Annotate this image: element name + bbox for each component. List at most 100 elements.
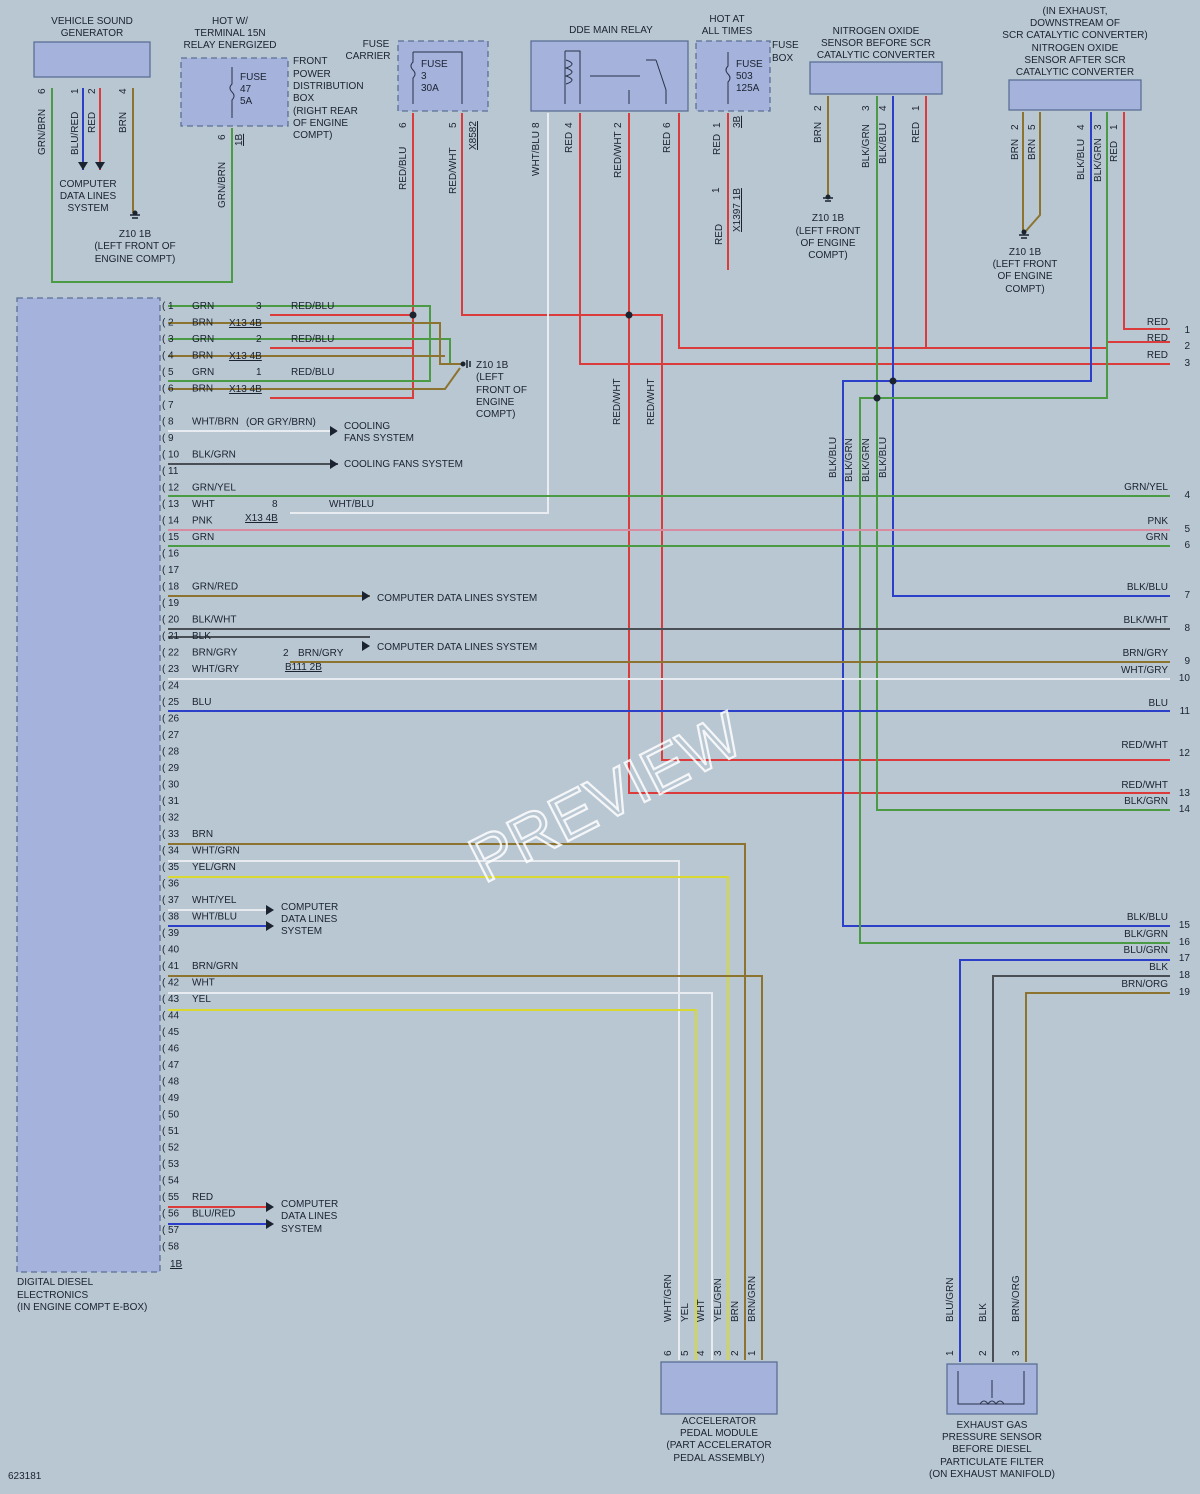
pin-bracket: ( [162, 978, 166, 989]
vlabel-v53: BLK/GRN [861, 438, 872, 482]
label-t17: ALL TIMES [702, 26, 753, 37]
text-labels: 1(GRN2(BRN3(GRN4(BRN5(GRN6(BRN7(8(WHT/BR… [8, 6, 1190, 1482]
label-t76: PRESSURE SENSOR [942, 1432, 1042, 1443]
ecu-pin-number: 9 [168, 433, 174, 444]
pin-bracket: ( [162, 1060, 166, 1071]
right-pin-number: 15 [1179, 920, 1191, 931]
pin-bracket: ( [162, 1225, 166, 1236]
vlabel-v55: WHT/GRN [663, 1274, 674, 1322]
ecu-wire-color: BLK/GRN [192, 450, 236, 461]
ecu-wire-color: GRN [192, 367, 214, 378]
pin-bracket: ( [162, 565, 166, 576]
ecu-pin-number: 15 [168, 532, 180, 543]
pin-bracket: ( [162, 1027, 166, 1038]
vlabel-v49: RED/WHT [612, 378, 623, 425]
ecu-wire-color: WHT/GRY [192, 664, 239, 675]
vlabel-v41: 5 [1027, 124, 1038, 130]
ecu-pin-number: 24 [168, 681, 180, 692]
pin-bracket: ( [162, 400, 166, 411]
right-pin-number: 1 [1184, 325, 1190, 336]
wire-12 [461, 113, 1170, 761]
right-wire-label: WHT/GRY [1121, 665, 1168, 676]
vlabel-v21: 2 [613, 122, 624, 128]
wire-8 [168, 338, 451, 364]
arrow-down-0 [95, 162, 105, 170]
vlabel-v19: 4 [564, 122, 575, 128]
pin-bracket: ( [162, 417, 166, 428]
fuse-box [695, 40, 771, 112]
nox-sensor-after-scr [1008, 79, 1142, 111]
vlabel-v4: 1 [70, 88, 81, 94]
ground-z10-left [130, 210, 140, 219]
vlabel-v30: RED [714, 224, 725, 245]
right-pin-number: 6 [1184, 540, 1190, 551]
right-pin-number: 5 [1184, 524, 1190, 535]
right-wire-label: BLK/GRN [1124, 796, 1168, 807]
vlabel-v71: 2 [978, 1350, 989, 1356]
right-wire-label: BLK/BLU [1127, 582, 1168, 593]
splice-3 [873, 394, 881, 402]
ecu-pin-number: 53 [168, 1159, 180, 1170]
label-t77: BEFORE DIESEL [952, 1444, 1032, 1455]
label-t20: NITROGEN OXIDE [833, 26, 920, 37]
ecu-pin-number: 49 [168, 1093, 180, 1104]
ecu-pin-number: 23 [168, 664, 180, 675]
pin-bracket: ( [162, 450, 166, 461]
arrow-right-6 [266, 1202, 274, 1212]
label-t3: HOT W/ [212, 16, 248, 27]
pin-bracket: ( [162, 747, 166, 758]
vlabel-v62: 5 [680, 1350, 691, 1356]
pin-bracket: ( [162, 994, 166, 1005]
vlabel-v36: BLK/BLU [878, 123, 889, 164]
vlabel-v27: 3B [732, 115, 743, 128]
vlabel-v32: BRN [813, 122, 824, 143]
vlabel-v26: RED [712, 134, 723, 155]
label-t48: Z10 1B [1009, 247, 1042, 258]
label-t63: DATA LINES [281, 914, 338, 925]
vlabel-v61: 6 [663, 1350, 674, 1356]
label-t82: X13 4B [229, 318, 262, 329]
right-wire-label: BLK/GRN [1124, 929, 1168, 940]
right-pin-number: 16 [1179, 937, 1191, 948]
label-t5: RELAY ENERGIZED [184, 40, 277, 51]
arrow-right-5 [266, 921, 274, 931]
label-t27: SENSOR AFTER SCR [1024, 55, 1125, 66]
pin-bracket: ( [162, 598, 166, 609]
vlabel-v23: 6 [662, 122, 673, 128]
pin-bracket: ( [162, 1143, 166, 1154]
arrow-right-1 [330, 459, 338, 469]
wires [51, 88, 1170, 1362]
right-pin-number: 17 [1179, 953, 1191, 964]
label-t19: BOX [772, 53, 793, 64]
pin-bracket: ( [162, 615, 166, 626]
label-t80: 623181 [8, 1471, 42, 1482]
accelerator-pedal-module [660, 1361, 778, 1415]
ecu-wire-color: BRN [192, 384, 213, 395]
ecu-wire-color: BRN [192, 318, 213, 329]
vlabel-v48: RED [1109, 141, 1120, 162]
ecu-pin-number: 46 [168, 1044, 180, 1055]
vlabel-v29: X1397 1B [732, 188, 743, 232]
right-wire-label: BLK [1149, 962, 1168, 973]
ecu-wire-color: WHT/BRN [192, 417, 239, 428]
pin-bracket: ( [162, 1044, 166, 1055]
label-t93: RED/BLU [291, 301, 334, 312]
label-t47: COMPT) [808, 250, 847, 261]
pin-bracket: ( [162, 1176, 166, 1187]
ecu-wire-color: WHT/YEL [192, 895, 237, 906]
pin-bracket: ( [162, 1159, 166, 1170]
pin-bracket: ( [162, 384, 166, 395]
right-wire-label: RED [1147, 317, 1168, 328]
wire-25 [859, 112, 1170, 944]
ecu-pin-number: 37 [168, 895, 180, 906]
splice-0 [409, 311, 417, 319]
ecu-pin-number: 47 [168, 1060, 180, 1071]
right-wire-label: RED [1147, 350, 1168, 361]
wire-0 [51, 88, 233, 283]
ecu-wire-color: GRN [192, 301, 214, 312]
label-t88: 3 [256, 301, 262, 312]
vlabel-v68: BLK [978, 1303, 989, 1322]
pin-bracket: ( [162, 829, 166, 840]
preview-watermark: PREVIEW [458, 698, 754, 896]
ecu-pin-number: 27 [168, 730, 180, 741]
